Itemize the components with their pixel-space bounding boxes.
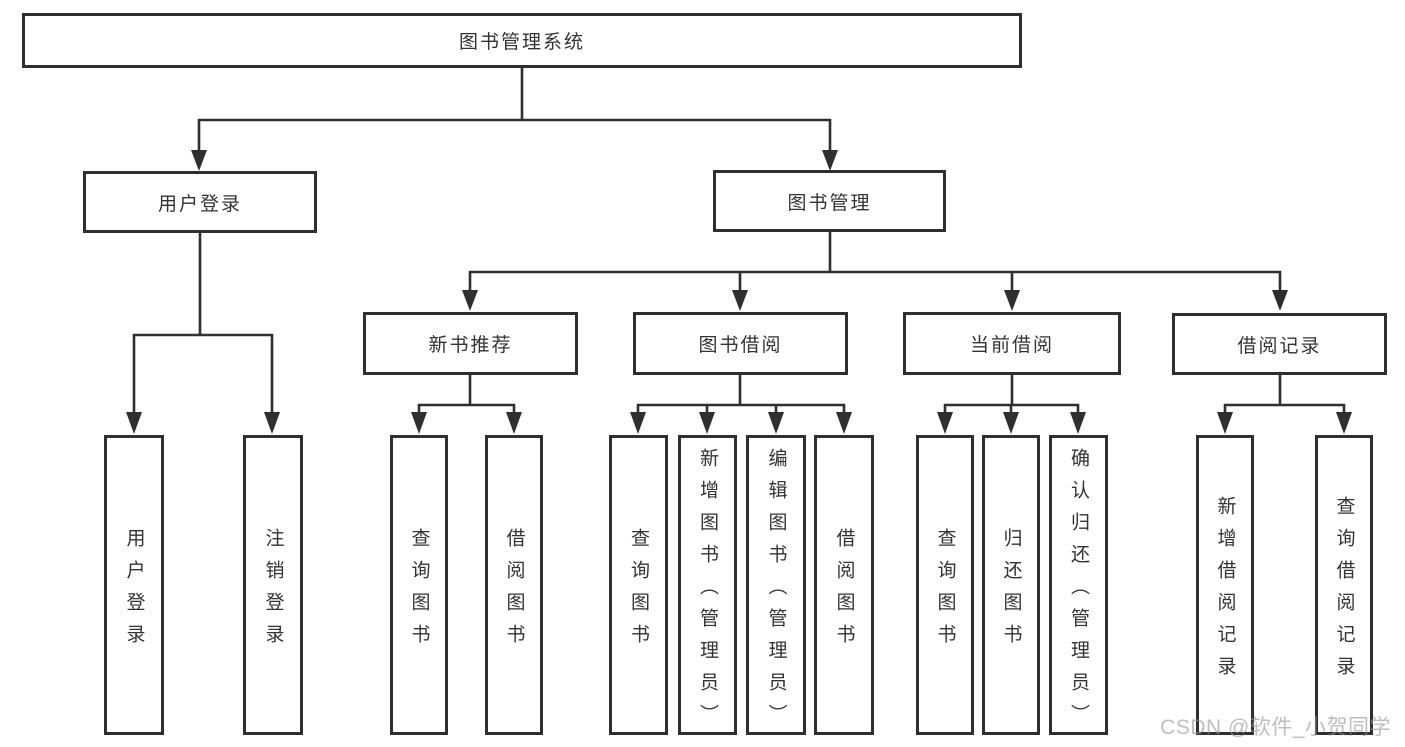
node-book-borrowing-label: 图书借阅	[698, 335, 783, 356]
leaf-return-books: 归还图书	[982, 435, 1040, 735]
node-current-borrowing-label: 当前借阅	[969, 335, 1054, 356]
leaf-query-books: 查询图书	[916, 435, 974, 735]
node-book-management-label: 图书管理	[787, 192, 872, 214]
leaf-borrow-books: 借阅图书	[485, 435, 543, 735]
node-book-borrowing: 图书借阅	[633, 312, 848, 375]
node-borrowing-records-label: 借阅记录	[1237, 335, 1322, 357]
leaf-query-borrow-record-label: 查询借阅记录	[1333, 495, 1355, 688]
leaf-edit-books-admin-label: 编辑图书（管理员）	[765, 447, 787, 736]
leaf-user-login: 用户登录	[104, 435, 164, 735]
node-current-borrowing: 当前借阅	[903, 312, 1121, 375]
leaf-borrow-books-label: 借阅图书	[833, 527, 855, 656]
node-book-management: 图书管理	[713, 170, 946, 232]
node-borrowing-records: 借阅记录	[1172, 313, 1387, 375]
csdn-watermark: CSDN @软件_小贺同学	[1160, 716, 1391, 739]
node-root-label: 图书管理系统	[458, 32, 585, 53]
leaf-confirm-return-admin: 确认归还（管理员）	[1049, 435, 1108, 736]
leaf-add-borrow-record-label: 新增借阅记录	[1214, 495, 1236, 688]
leaf-user-login-label: 用户登录	[123, 527, 145, 656]
leaf-query-books: 查询图书	[609, 435, 668, 735]
leaf-query-borrow-record: 查询借阅记录	[1315, 435, 1373, 735]
leaf-add-books-admin: 新增图书（管理员）	[678, 435, 737, 736]
leaf-confirm-return-admin-label: 确认归还（管理员）	[1068, 447, 1089, 736]
node-new-book-recommend: 新书推荐	[363, 312, 578, 375]
node-user-login-label: 用户登录	[157, 193, 242, 215]
leaf-add-books-admin-label: 新增图书（管理员）	[697, 447, 718, 736]
leaf-return-books-label: 归还图书	[1000, 527, 1022, 656]
leaf-logout-login-label: 注销登录	[262, 527, 284, 656]
leaf-query-books-label: 查询图书	[628, 527, 649, 656]
node-user-login: 用户登录	[83, 171, 317, 233]
leaf-borrow-books-label: 借阅图书	[503, 527, 525, 656]
leaf-query-books-label: 查询图书	[408, 527, 430, 656]
leaf-add-borrow-record: 新增借阅记录	[1196, 435, 1254, 735]
node-new-book-recommend-label: 新书推荐	[428, 335, 513, 356]
leaf-logout-login: 注销登录	[243, 435, 303, 735]
leaf-edit-books-admin: 编辑图书（管理员）	[746, 435, 806, 736]
leaf-borrow-books: 借阅图书	[814, 435, 874, 735]
leaf-query-books-label: 查询图书	[934, 527, 956, 656]
leaf-query-books: 查询图书	[390, 435, 448, 735]
node-root: 图书管理系统	[22, 13, 1022, 68]
